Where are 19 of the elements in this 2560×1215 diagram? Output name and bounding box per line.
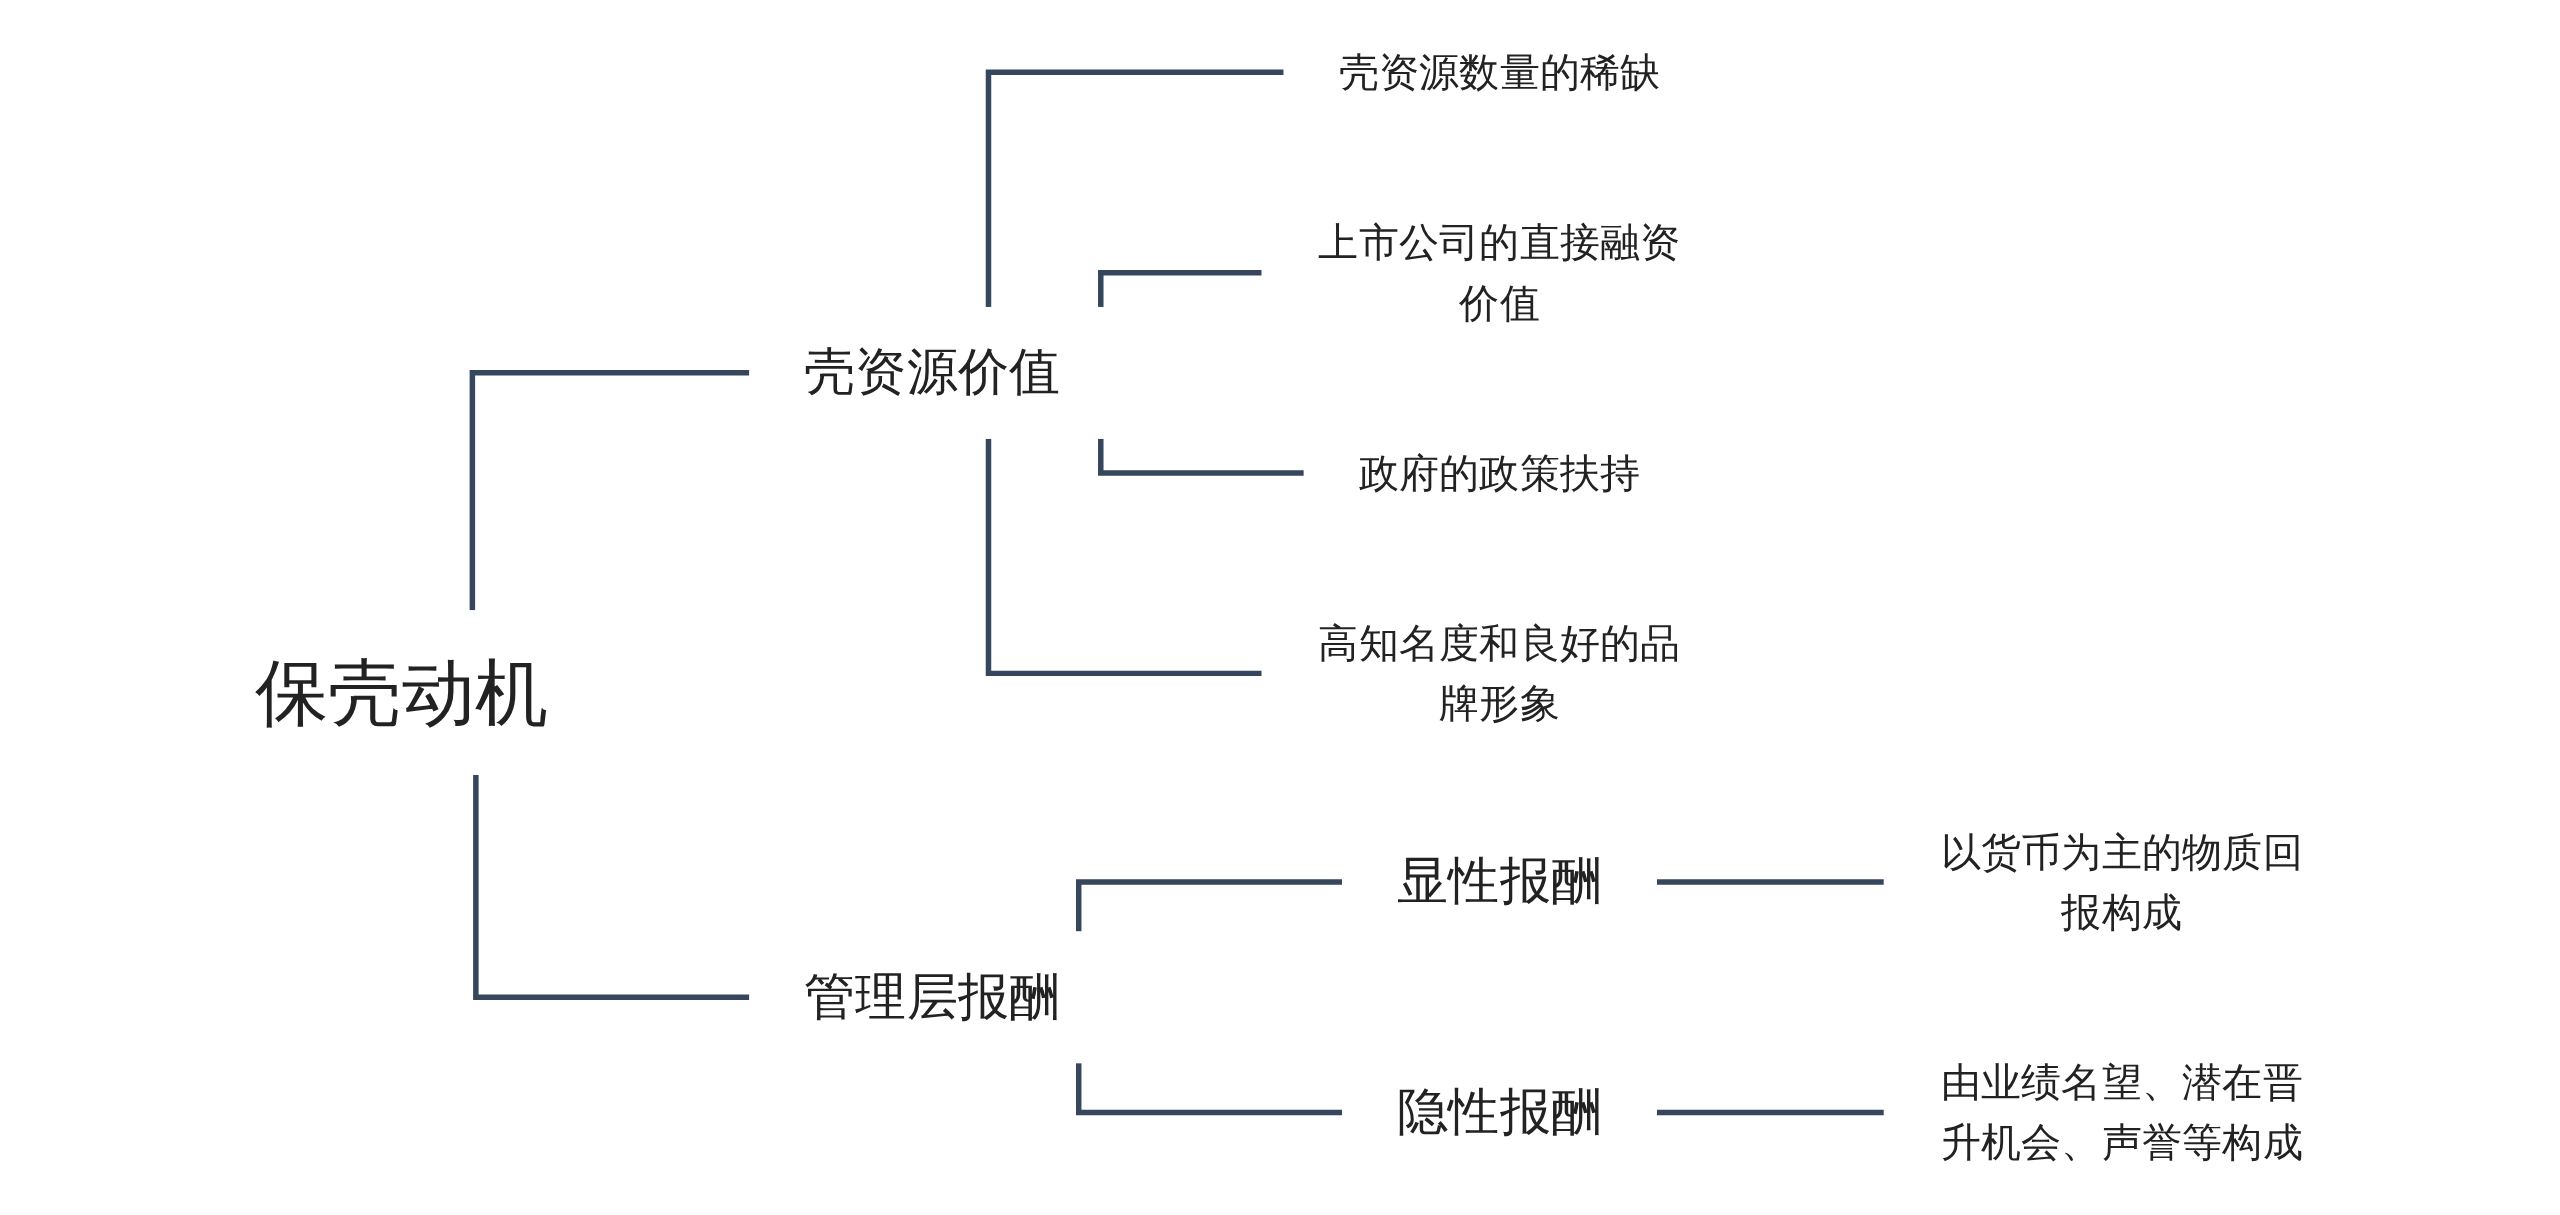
node-text: 保壳动机 (255, 650, 549, 735)
node-text: 以货币为主的物质回报构成 (1940, 828, 2303, 936)
node-text: 由业绩名望、潜在晋升机会、声誉等构成 (1940, 1059, 2303, 1166)
connector (1075, 879, 1343, 932)
connector (469, 370, 750, 611)
connector (1098, 438, 1304, 476)
node-text: 管理层报酬 (804, 966, 1061, 1027)
connector (985, 69, 1284, 307)
node-text: 隐性报酬 (1397, 1081, 1603, 1142)
node-text: 上市公司的直接融资价值 (1318, 219, 1681, 326)
connector (985, 438, 1262, 677)
node-text: 政府的政策扶持 (1358, 450, 1641, 496)
connector (1098, 269, 1262, 307)
node-text: 壳资源价值 (804, 341, 1061, 403)
node-text: 壳资源数量的稀缺 (1338, 49, 1661, 96)
connector (473, 774, 750, 1000)
node-text: 显性报酬 (1397, 850, 1603, 912)
connector (1075, 1063, 1343, 1116)
node-text: 高知名度和良好的品牌形象 (1318, 620, 1681, 727)
